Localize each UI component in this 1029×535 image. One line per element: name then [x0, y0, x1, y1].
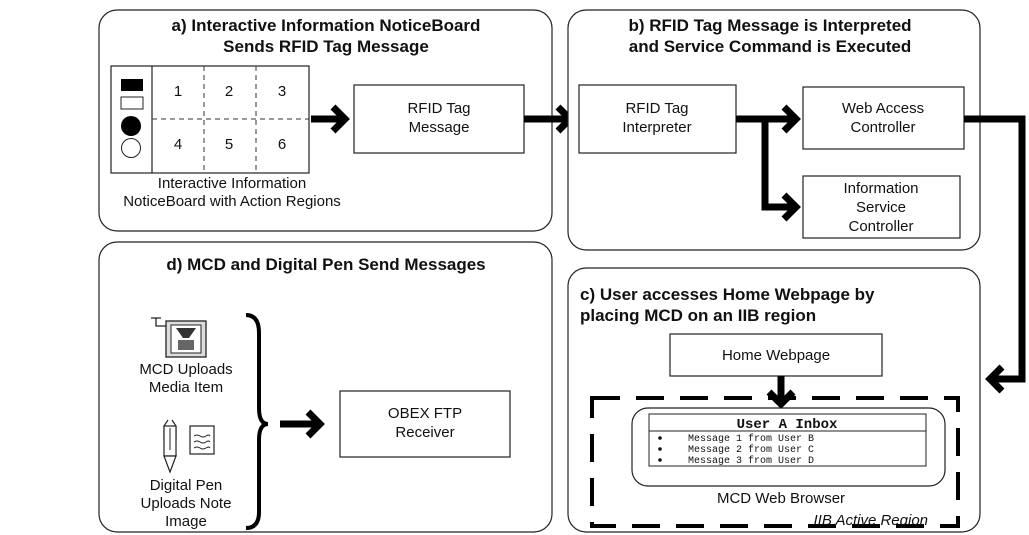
panel-b-title-line1: b) RFID Tag Message is Interpreted: [628, 16, 911, 35]
rfid-interpreter-node: RFID Tag Interpreter: [578, 84, 737, 154]
rfid-interpreter-box: [578, 84, 737, 154]
region-4[interactable]: 4: [174, 136, 182, 153]
region-3[interactable]: 3: [278, 83, 286, 100]
inbox-title: User A Inbox: [737, 417, 838, 433]
pen-caption-line2: Uploads Note: [141, 495, 232, 512]
home-webpage-box: [669, 333, 883, 377]
info-service-line3: Controller: [848, 218, 913, 235]
obex-node: OBEX FTP Receiver: [339, 390, 511, 458]
info-service-node: Information Service Controller: [802, 175, 961, 239]
panel-a-title-line2: Sends RFID Tag Message: [223, 37, 429, 56]
region-2[interactable]: 2: [225, 83, 233, 100]
pen-caption-line1: Digital Pen: [150, 477, 223, 494]
rfid-message-line2: Message: [409, 119, 470, 136]
panel-a-title-line1: a) Interactive Information NoticeBoard: [172, 16, 481, 35]
panel-c: c) User accesses Home Webpage by placing…: [567, 267, 981, 533]
region-6[interactable]: 6: [278, 136, 286, 153]
info-service-box: [802, 175, 961, 239]
bullet-1: [658, 436, 662, 440]
filled-circle-icon: [121, 116, 141, 136]
panel-c-title-line1: c) User accesses Home Webpage by: [580, 285, 875, 304]
noticeboard: 1 2 3 4 5 6 Interactive Information Noti…: [110, 65, 341, 210]
empty-circle-icon: [121, 138, 141, 158]
panel-b: b) RFID Tag Message is Interpreted and S…: [567, 9, 981, 251]
panel-d-frame: [98, 241, 553, 533]
info-service-line1: Information: [843, 180, 918, 197]
noticeboard-caption-line2: NoticeBoard with Action Regions: [123, 193, 341, 210]
panel-d: d) MCD and Digital Pen Send Messages MCD…: [98, 241, 553, 533]
arrow-board-to-message: [311, 104, 350, 134]
arrow-interpreter-to-controllers: [736, 104, 801, 222]
pen-caption-line3: Image: [165, 513, 207, 530]
panel-b-title-line2: and Service Command is Executed: [629, 37, 912, 56]
obex-line2: Receiver: [395, 424, 454, 441]
web-access-node: Web Access Controller: [802, 86, 965, 150]
rfid-message-node: RFID Tag Message: [353, 84, 525, 154]
bullet-3: [658, 458, 662, 462]
region-1[interactable]: 1: [174, 83, 182, 100]
panel-a: a) Interactive Information NoticeBoard S…: [98, 9, 553, 232]
mcd-web-browser: User A Inbox Message 1 from User B Messa…: [631, 407, 946, 507]
obex-line1: OBEX FTP: [388, 405, 462, 422]
rfid-interpreter-line2: Interpreter: [622, 119, 691, 136]
web-access-line2: Controller: [850, 119, 915, 136]
digital-pen-icon: [163, 419, 177, 474]
inbox-message-1[interactable]: Message 1 from User B: [688, 433, 814, 445]
region-5[interactable]: 5: [225, 136, 233, 153]
arrow-web-access-to-browser: [964, 115, 1026, 394]
filled-rectangle-icon: [121, 79, 143, 91]
mcd-caption-line2: Media Item: [149, 379, 223, 396]
iib-region-caption: IIB Active Region: [814, 512, 929, 529]
arrow-devices-to-obex: [280, 409, 325, 439]
panel-d-title: d) MCD and Digital Pen Send Messages: [166, 255, 485, 274]
info-service-line2: Service: [856, 199, 906, 216]
panel-c-title-line2: placing MCD on an IIB region: [580, 306, 816, 325]
bullet-2: [658, 447, 662, 451]
inbox-message-2[interactable]: Message 2 from User C: [688, 444, 814, 456]
web-access-box: [802, 86, 965, 150]
mobile-device-icon: [151, 317, 207, 358]
inbox-message-3[interactable]: Message 3 from User D: [688, 455, 814, 467]
rfid-interpreter-line1: RFID Tag: [625, 100, 688, 117]
inbox-screen: [648, 413, 927, 467]
web-access-line1: Web Access: [842, 100, 924, 117]
noticeboard-caption-line1: Interactive Information: [158, 175, 306, 192]
home-webpage-label: Home Webpage: [722, 347, 830, 364]
empty-rectangle-icon: [120, 96, 144, 110]
note-image-icon: [189, 425, 215, 455]
obex-box: [339, 390, 511, 458]
rfid-message-line1: RFID Tag: [407, 100, 470, 117]
iib-active-region: [590, 396, 960, 528]
mcd-caption-line1: MCD Uploads: [139, 361, 232, 378]
browser-caption: MCD Web Browser: [717, 490, 845, 507]
curly-brace: [245, 313, 269, 530]
home-webpage-node: Home Webpage: [669, 333, 883, 377]
